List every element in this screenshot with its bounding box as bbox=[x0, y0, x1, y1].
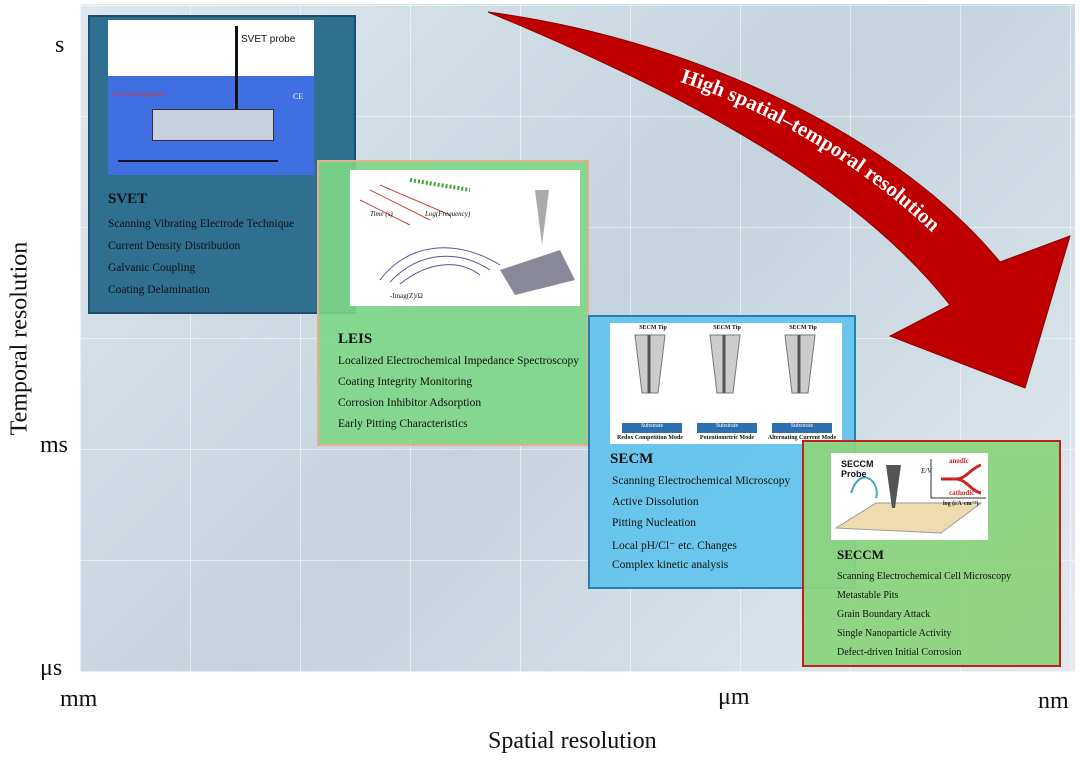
y-tick-ms: ms bbox=[40, 432, 69, 458]
svet-probe-label: SVET probe bbox=[241, 34, 296, 45]
secm-item: Active Dissolution bbox=[612, 496, 699, 508]
secm-tip-label: SECM Tip bbox=[713, 325, 741, 331]
cathodic-label: cathodic bbox=[949, 489, 975, 497]
svet-title: SVET bbox=[108, 191, 148, 207]
secm-title: SECM bbox=[610, 451, 654, 467]
seccm-probe-label: SECCM Probe bbox=[841, 459, 874, 479]
mode-label: Potentiometric Mode bbox=[699, 435, 755, 441]
seccm-item: Defect-driven Initial Corrosion bbox=[837, 647, 962, 658]
seccm-x-label: log (i/A·cm⁻²) bbox=[943, 501, 979, 507]
seccm-item: Single Nanoparticle Activity bbox=[837, 628, 952, 639]
leis-item: Localized Electrochemical Impedance Spec… bbox=[338, 355, 580, 367]
mode-label: Redox Competition Mode bbox=[617, 435, 683, 441]
substrate-label: Substrate bbox=[697, 423, 757, 433]
leis-figure: Time (s) Log(Frequency) -Imag(Z)/Ω bbox=[350, 170, 580, 306]
anodic-label: anodic bbox=[949, 457, 969, 465]
x-tick-um: μm bbox=[718, 684, 750, 710]
svet-ce-label: CE bbox=[293, 92, 304, 101]
seccm-figure: SECCM Probe anodic cathodic log (i/A·cm⁻… bbox=[831, 453, 988, 540]
seccm-panel: SECCM Probe anodic cathodic log (i/A·cm⁻… bbox=[802, 440, 1061, 667]
svet-item: Current Density Distribution bbox=[108, 240, 241, 252]
svet-figure: SVET probe SVET scanning plane CE bbox=[108, 20, 314, 175]
leis-item: Coating Integrity Monitoring bbox=[338, 376, 473, 388]
svet-item: Coating Delamination bbox=[108, 284, 210, 296]
leis-frequency-label: Log(Frequency) bbox=[425, 210, 471, 218]
secm-item: Pitting Nucleation bbox=[612, 517, 697, 529]
svet-item: Galvanic Coupling bbox=[108, 262, 196, 274]
svet-panel: SVET probe SVET scanning plane CE SVET S… bbox=[88, 15, 356, 314]
x-tick-nm: nm bbox=[1038, 688, 1069, 714]
seccm-title: SECCM bbox=[837, 547, 884, 562]
seccm-item: Metastable Pits bbox=[837, 590, 899, 601]
y-tick-s: s bbox=[55, 32, 65, 58]
leis-z-label: -Imag(Z)/Ω bbox=[390, 292, 423, 300]
svet-plane-label: SVET scanning plane bbox=[112, 92, 165, 98]
mode-label: Alternating Current Mode bbox=[767, 435, 837, 441]
y-tick-us: μs bbox=[40, 655, 63, 681]
substrate-label: Substrate bbox=[622, 423, 682, 433]
seccm-item: Scanning Electrochemical Cell Microscopy bbox=[837, 571, 1012, 582]
x-axis-label: Spatial resolution bbox=[488, 728, 657, 754]
leis-panel: Time (s) Log(Frequency) -Imag(Z)/Ω LEIS … bbox=[317, 160, 589, 446]
secm-item: Local pH/Cl⁻ etc. Changes bbox=[612, 540, 737, 552]
substrate-label: Substrate bbox=[772, 423, 832, 433]
secm-item: Complex kinetic analysis bbox=[612, 559, 729, 571]
leis-item: Corrosion Inhibitor Adsorption bbox=[338, 397, 482, 409]
svet-item: Scanning Vibrating Electrode Technique bbox=[108, 218, 295, 230]
leis-title: LEIS bbox=[338, 331, 373, 347]
leis-time-label: Time (s) bbox=[370, 210, 393, 218]
secm-item: Scanning Electrochemical Microscopy bbox=[612, 475, 791, 487]
x-tick-mm: mm bbox=[60, 686, 98, 712]
leis-item: Early Pitting Characteristics bbox=[338, 418, 468, 430]
secm-figure: SECM Tip SECM Tip SECM Tip Substrate Sub… bbox=[610, 323, 842, 444]
seccm-y-label: E/V bbox=[921, 467, 932, 475]
secm-tip-label: SECM Tip bbox=[789, 325, 817, 331]
seccm-item: Grain Boundary Attack bbox=[837, 609, 931, 620]
secm-tip-label: SECM Tip bbox=[639, 325, 667, 331]
